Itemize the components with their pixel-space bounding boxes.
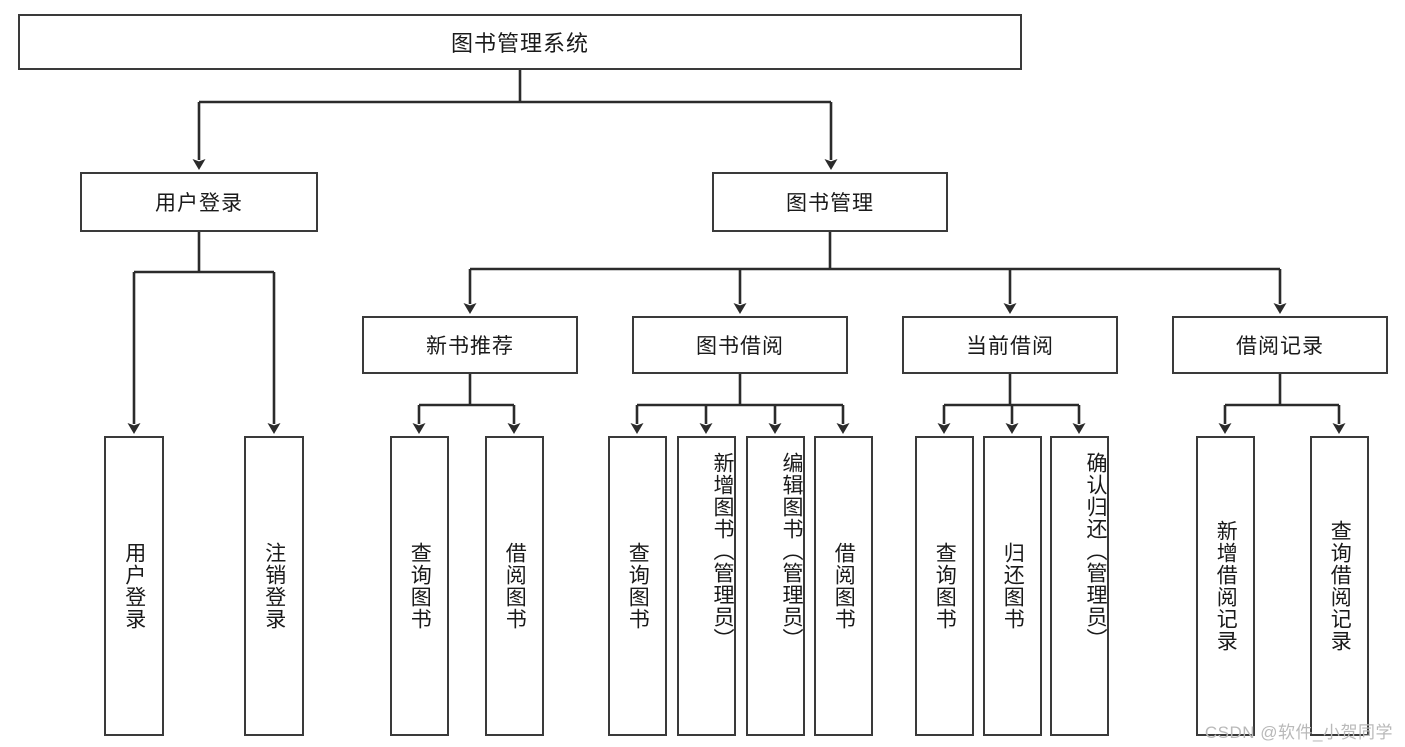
node-root-label: 图书管理系统 xyxy=(450,31,589,56)
node-current-borrow-label: 当前借阅 xyxy=(966,335,1054,358)
node-leaf-edit-book[interactable]: 编辑图书（管理员） xyxy=(746,436,805,736)
node-borrow-record-label: 借阅记录 xyxy=(1236,335,1324,358)
node-leaf-add-book-label: 新增图书（管理员） xyxy=(711,452,734,650)
node-leaf-add-book[interactable]: 新增图书（管理员） xyxy=(677,436,736,736)
node-leaf-borrow-book-1[interactable]: 借阅图书 xyxy=(485,436,544,736)
node-leaf-user-login[interactable]: 用户登录 xyxy=(104,436,164,736)
node-leaf-borrow-book-2[interactable]: 借阅图书 xyxy=(814,436,873,736)
node-leaf-return-book[interactable]: 归还图书 xyxy=(983,436,1042,736)
node-book-borrow-label: 图书借阅 xyxy=(696,335,784,358)
node-leaf-user-login-label: 用户登录 xyxy=(122,542,146,630)
node-user-login-label: 用户登录 xyxy=(155,192,243,215)
node-user-login[interactable]: 用户登录 xyxy=(80,172,318,232)
node-book-borrow[interactable]: 图书借阅 xyxy=(632,316,848,374)
node-new-book-recommend-label: 新书推荐 xyxy=(426,335,514,358)
node-leaf-add-record-label: 新增借阅记录 xyxy=(1214,520,1238,652)
node-leaf-return-book-label: 归还图书 xyxy=(1001,542,1025,630)
node-leaf-logout-label: 注销登录 xyxy=(262,542,286,630)
node-borrow-record[interactable]: 借阅记录 xyxy=(1172,316,1388,374)
node-leaf-query-book-2-label: 查询图书 xyxy=(626,542,650,630)
node-leaf-confirm-return-label: 确认归还（管理员） xyxy=(1084,452,1107,650)
node-leaf-query-record[interactable]: 查询借阅记录 xyxy=(1310,436,1369,736)
node-book-manage[interactable]: 图书管理 xyxy=(712,172,948,232)
node-new-book-recommend[interactable]: 新书推荐 xyxy=(362,316,578,374)
node-current-borrow[interactable]: 当前借阅 xyxy=(902,316,1118,374)
node-book-manage-label: 图书管理 xyxy=(786,192,874,215)
node-leaf-logout[interactable]: 注销登录 xyxy=(244,436,304,736)
node-leaf-edit-book-label: 编辑图书（管理员） xyxy=(780,452,803,650)
node-leaf-query-book-2[interactable]: 查询图书 xyxy=(608,436,667,736)
node-leaf-query-record-label: 查询借阅记录 xyxy=(1328,520,1352,652)
watermark: CSDN @软件_小贺同学 xyxy=(1204,723,1393,742)
node-leaf-query-book-3[interactable]: 查询图书 xyxy=(915,436,974,736)
node-leaf-query-book-1[interactable]: 查询图书 xyxy=(390,436,449,736)
node-leaf-borrow-book-2-label: 借阅图书 xyxy=(832,542,856,630)
node-leaf-query-book-3-label: 查询图书 xyxy=(933,542,957,630)
node-leaf-confirm-return[interactable]: 确认归还（管理员） xyxy=(1050,436,1109,736)
node-leaf-query-book-1-label: 查询图书 xyxy=(408,542,432,630)
node-leaf-borrow-book-1-label: 借阅图书 xyxy=(503,542,527,630)
node-root[interactable]: 图书管理系统 xyxy=(18,14,1022,70)
node-leaf-add-record[interactable]: 新增借阅记录 xyxy=(1196,436,1255,736)
